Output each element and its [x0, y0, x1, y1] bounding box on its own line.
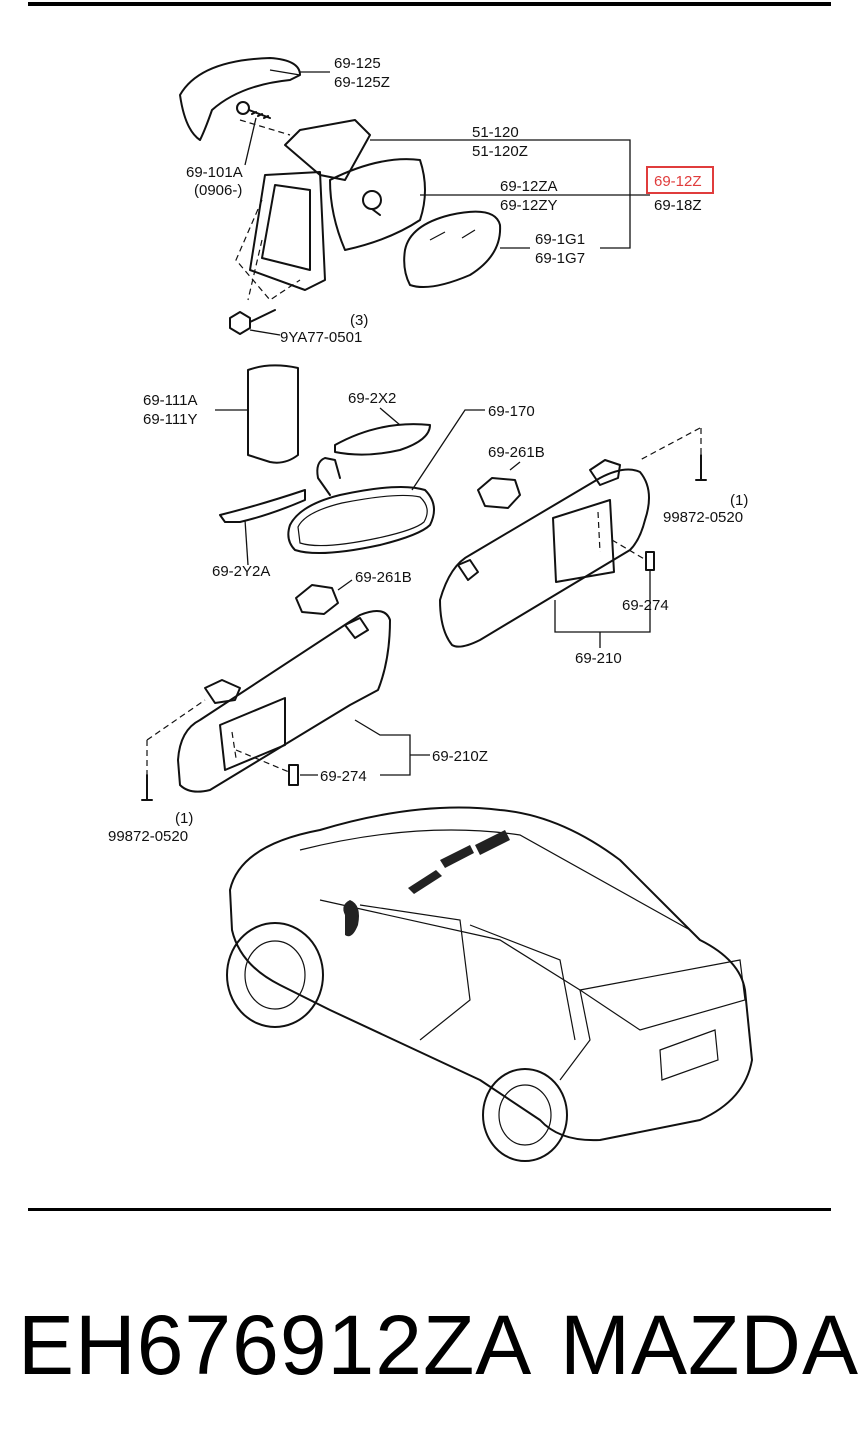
label-69-261b-lower: 69-261B [355, 569, 412, 586]
part-number-caption: EH676912ZA [18, 1298, 533, 1392]
label-69-210: 69-210 [575, 650, 622, 667]
left-sunvisor-drawing [177, 610, 391, 793]
clip-upper-drawing [477, 477, 521, 509]
leader-lines [215, 71, 651, 776]
label-69-274-left: 69-274 [320, 768, 367, 785]
mirror-garnish-drawing [219, 489, 306, 523]
clip-lower-drawing [295, 584, 339, 615]
label-69-125: 69-125 [334, 55, 381, 72]
pin-right-drawing [611, 539, 655, 571]
label-69-12zy: 69-12ZY [500, 197, 558, 214]
label-69-125z: 69-125Z [334, 74, 390, 91]
label-99872-0520-right: 99872-0520 [663, 509, 743, 526]
mirror-cover-strip-drawing [334, 423, 431, 456]
label-69-2x2: 69-2X2 [348, 390, 396, 407]
label-qty-3: (3) [350, 312, 368, 329]
label-qty-1-left: (1) [175, 810, 193, 827]
vehicle-drawing [226, 806, 753, 1162]
mirror-frame-drawing [329, 158, 426, 251]
screw-right-drawing [639, 427, 707, 481]
label-69-274-right: 69-274 [622, 597, 669, 614]
label-qty-1-right: (1) [730, 492, 748, 509]
label-51-120z: 51-120Z [472, 143, 528, 160]
label-69-1g1: 69-1G1 [535, 231, 585, 248]
label-9ya77-0501: 9YA77-0501 [280, 329, 362, 346]
label-69-111y: 69-111Y [143, 411, 198, 428]
label-51-120: 51-120 [472, 124, 519, 141]
bottom-rule [28, 1208, 831, 1211]
brand-caption: MAZDA [560, 1298, 859, 1392]
mirror-glass-drawing [403, 210, 502, 288]
label-0906: (0906-) [194, 182, 242, 199]
label-69-1g7: 69-1G7 [535, 250, 585, 267]
label-69-261b-upper: 69-261B [488, 444, 545, 461]
mirror-bolt-drawing [229, 309, 276, 335]
label-69-101a: 69-101A [186, 164, 243, 181]
pin-left-drawing [235, 749, 299, 786]
label-69-18z: 69-18Z [654, 197, 702, 214]
top-rule [28, 2, 831, 6]
label-69-210z: 69-210Z [432, 748, 488, 765]
parts-diagram: 69-125 69-125Z 51-120 51-120Z 69-101A (0… [108, 55, 753, 1162]
label-69-2y2a: 69-2Y2A [212, 563, 270, 580]
right-sunvisor-drawing [439, 459, 650, 648]
label-69-12za: 69-12ZA [500, 178, 558, 195]
label-69-170: 69-170 [488, 403, 535, 420]
mirror-screw-drawing [236, 101, 271, 119]
rearview-mirror-drawing [287, 457, 435, 555]
label-69-12z: 69-12Z [654, 173, 702, 190]
inner-garnish-drawing [247, 364, 299, 464]
highlight-box [646, 166, 714, 194]
label-99872-0520-left: 99872-0520 [108, 828, 188, 845]
label-69-111a: 69-111A [143, 392, 198, 409]
screw-left-drawing [141, 699, 206, 801]
mirror-cover-drawing [179, 57, 301, 141]
mirror-housing-drawing [235, 171, 326, 301]
